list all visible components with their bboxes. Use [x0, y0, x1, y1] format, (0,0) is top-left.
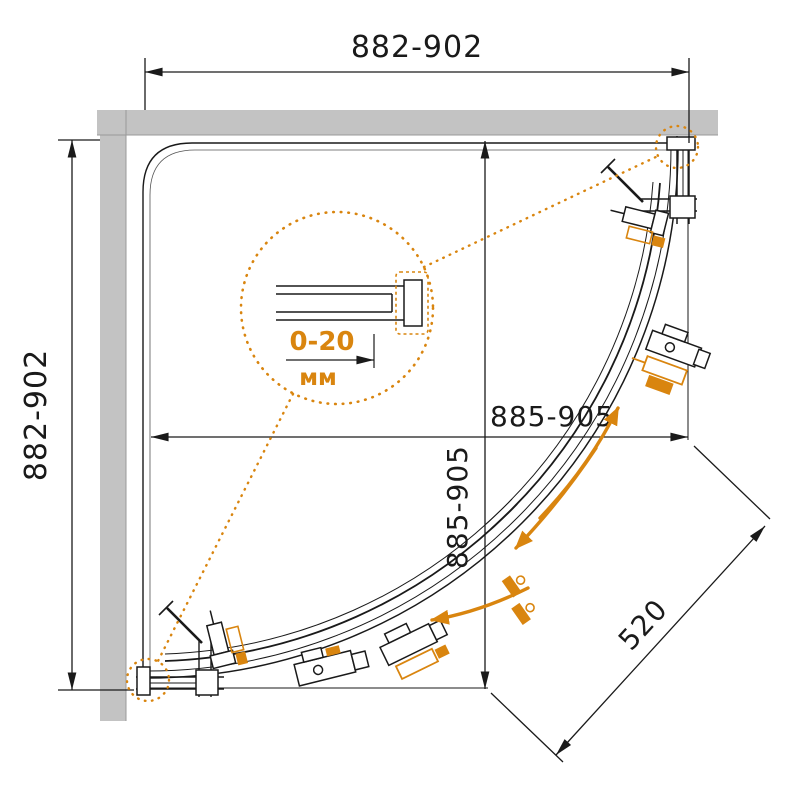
detail-callout: 0-20 мм [125, 124, 700, 703]
detail-profile-drawing [276, 279, 423, 327]
door-handle-bottom [166, 607, 203, 644]
curved-glass-front [146, 146, 679, 679]
tray-inner-edge [149, 149, 688, 688]
detail-leader-bottom-left [156, 392, 295, 663]
dimension-left-height [58, 139, 134, 691]
door-handle-top [607, 166, 644, 203]
track-arc-outer [146, 146, 679, 679]
detail-profile-highlight [395, 271, 429, 335]
wall-profile-bottom-left [136, 666, 224, 696]
door-handle-top-cap [600, 158, 616, 174]
wall-profile-top-right [666, 136, 696, 224]
detail-leader-top-right [422, 154, 660, 269]
slide-arrow-down-icon [514, 446, 598, 550]
dimension-line [555, 525, 766, 756]
dim-tray-width-label: 885-905 [490, 400, 614, 433]
track-arc-inner [146, 146, 672, 672]
door-panel-1-inner [485, 181, 654, 525]
hardware-roller-bottom-right [379, 619, 450, 681]
hardware-panel-bottom-left [158, 600, 249, 697]
extension-line [490, 692, 564, 763]
dimension-diagonal-opening [490, 445, 771, 763]
hardware-stopper-bottom [293, 645, 370, 687]
dim-top-width-label: 882-902 [351, 30, 483, 65]
wall-left [100, 110, 126, 721]
dimension-top-width [144, 58, 690, 143]
hardware-guide-mid [501, 575, 535, 626]
dim-tray-depth-label: 885-905 [441, 445, 474, 569]
hardware-carriage-right [631, 323, 712, 396]
dim-diagonal-opening-label: 520 [612, 593, 674, 657]
detail-magnifier-circle [239, 210, 435, 406]
detail-range-label: 0-20 [289, 327, 354, 357]
detail-marker-circle-top-right [654, 124, 700, 170]
door-panel-1-outer [490, 182, 661, 530]
door-handle-bottom-cap [158, 600, 174, 616]
door-slide-arrows [430, 406, 620, 625]
dim-left-height-label: 882-902 [19, 349, 54, 481]
detail-marker-circle-bottom-left [125, 657, 171, 703]
detail-unit-label: мм [299, 365, 337, 391]
roller-group-bottom [205, 610, 249, 670]
tray-outer-edge [142, 142, 688, 688]
walls [97, 110, 718, 721]
wall-top [97, 110, 718, 135]
extension-line [693, 445, 771, 520]
roller-group-top [610, 205, 670, 249]
slide-arrow-left-icon [430, 586, 530, 625]
